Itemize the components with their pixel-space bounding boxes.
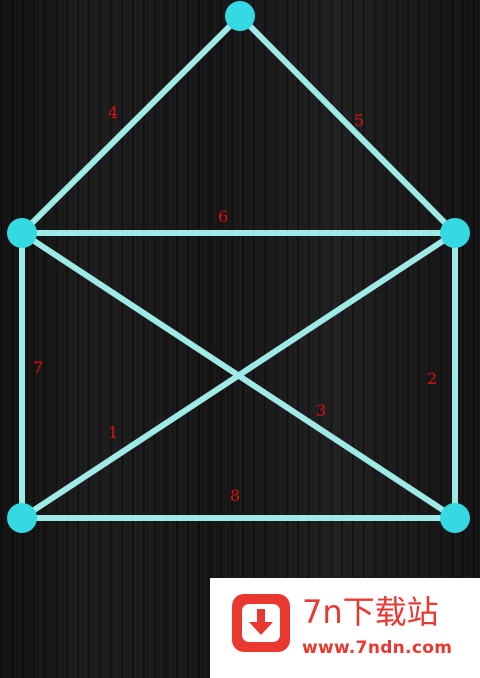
edge-label-2: 2 [427,369,437,388]
edge-label-8: 8 [230,486,240,505]
node-bottom-right[interactable] [440,503,470,533]
watermark-title: 7n下载站 [302,593,439,631]
edge-3[interactable] [19,230,458,521]
edge-label-5: 5 [354,111,364,130]
download-arrow-icon [232,594,290,652]
watermark-url: www.7ndn.com [302,638,453,658]
edge-label-1: 1 [108,423,118,442]
edge-4[interactable] [19,13,243,236]
node-top[interactable] [225,1,255,31]
edge-label-6: 6 [218,207,228,226]
edge-label-4: 4 [108,103,118,122]
edge-label-3: 3 [316,401,326,420]
node-mid-left[interactable] [7,218,37,248]
edge-5[interactable] [237,13,458,236]
edge-label-7: 7 [33,358,43,377]
node-bottom-left[interactable] [7,503,37,533]
site-watermark: 7n下载站 www.7ndn.com [210,578,480,678]
node-mid-right[interactable] [440,218,470,248]
